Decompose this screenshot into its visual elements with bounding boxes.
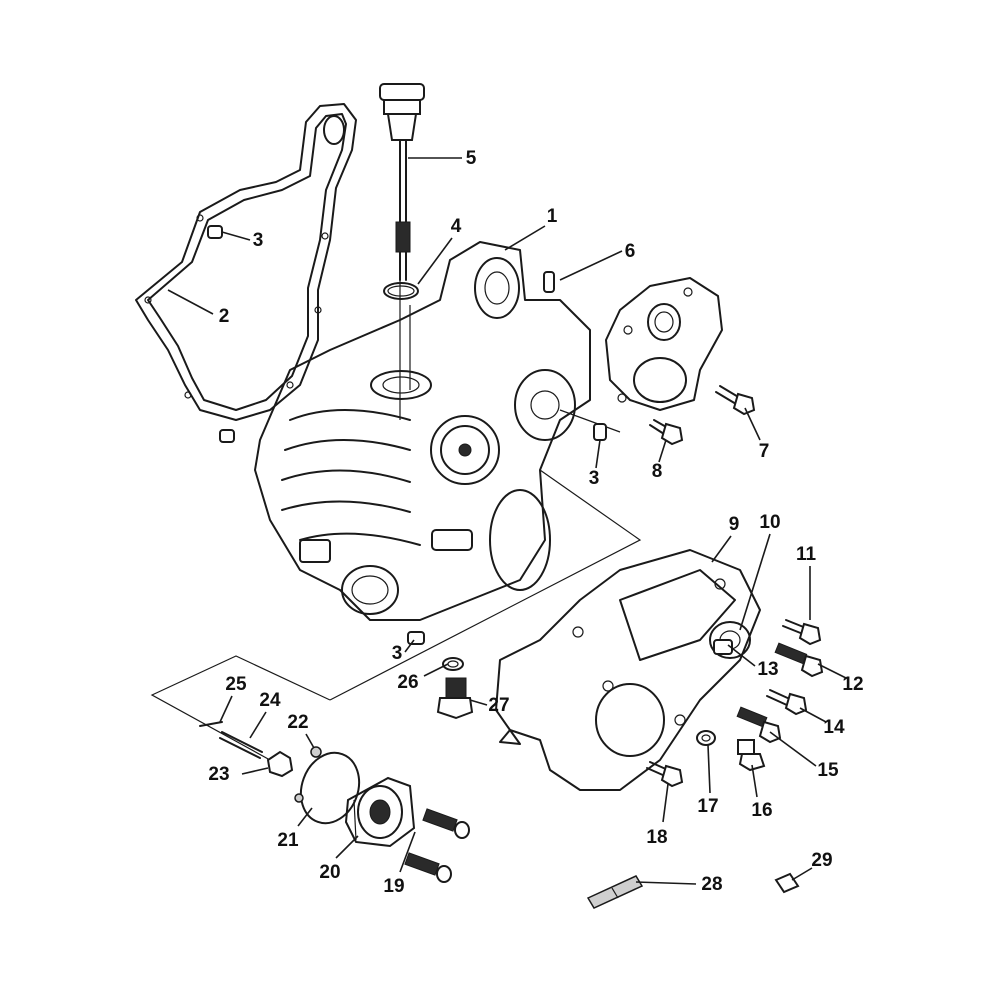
drain-plug-16 [737,739,766,772]
callout-number-c24: 24 [259,690,281,711]
bolt-15 [736,706,782,744]
rotor-23 [266,750,294,778]
leader-line-c27 [469,699,488,706]
callout-number-c11: 11 [796,544,817,565]
leader-line-c15 [769,731,817,767]
callout-number-c21: 21 [277,830,299,851]
clip-29 [774,872,800,894]
leader-line-c8 [658,439,667,463]
callout-number-c19: 19 [383,876,404,897]
callout-number-c15: 15 [817,760,839,781]
leader-line-c20 [335,835,359,859]
leader-line-c3a [221,231,251,241]
pin-small [543,271,555,293]
callout-number-c6: 6 [625,241,636,262]
callout-number-c22: 22 [287,712,308,733]
leader-line-c21 [297,807,313,827]
callout-number-c14: 14 [823,717,845,738]
leader-line-c10 [739,533,771,631]
callout-number-c2: 2 [219,306,230,327]
callout-number-c26: 26 [397,672,418,693]
bolt-18 [646,761,684,788]
leader-line-c6 [559,250,623,281]
callout-number-c29: 29 [811,850,832,871]
bolt-8 [649,419,684,446]
leader-line-c2 [167,289,214,315]
callout-number-c18: 18 [646,827,667,848]
leader-line-c22 [305,733,315,749]
crankcase [254,241,591,621]
bolt-11 [782,619,822,646]
bolt-13-spacer [713,639,733,655]
callout-number-c17: 17 [697,796,718,817]
gasket-outline [135,103,357,421]
dowel-pin-bottom [407,631,425,645]
leader-line-c28 [635,881,697,885]
leader-line-c4 [417,237,453,285]
screw-19-upper [422,808,470,839]
bolt-12 [774,642,824,678]
dipstick [379,83,425,281]
bolt-14 [766,689,808,716]
callout-number-c27: 27 [488,695,509,716]
leader-line-c17 [707,744,711,794]
callout-number-c20: 20 [319,862,340,883]
pin-22 [310,746,322,758]
callout-number-c23: 23 [208,764,229,785]
o-ring [383,282,419,300]
callout-number-c1: 1 [547,206,558,227]
leader-line-c23 [241,767,269,775]
leader-line-c26 [423,663,449,677]
callout-number-c3c: 3 [392,643,403,664]
leader-line-c7 [744,407,761,441]
leader-line-c3c [404,639,415,653]
shaft-24 [219,731,263,759]
dowel-pin-upper [207,225,223,239]
callout-number-c5: 5 [466,148,477,169]
callout-number-c3b: 3 [589,468,600,489]
washer-17 [696,730,716,746]
leader-line-c3b [595,439,601,469]
side-cover-lower [495,549,761,791]
callout-number-c13: 13 [757,659,778,680]
callout-number-c7: 7 [759,441,770,462]
bolt-7 [715,385,756,416]
side-cover-upper [605,277,723,411]
callout-number-c8: 8 [652,461,663,482]
callout-number-c28: 28 [701,874,722,895]
callout-number-c10: 10 [759,512,780,533]
callout-number-c3a: 3 [253,230,264,251]
callout-number-c12: 12 [842,674,863,695]
leader-line-c24 [249,711,267,739]
leader-line-c16 [751,764,758,798]
leader-line-c14 [799,707,827,723]
callout-number-c4: 4 [451,216,462,237]
dowel-pin-right [593,423,607,441]
leader-line-c12 [817,663,847,679]
leader-line-c25 [219,695,233,723]
dowel-pin-lower-left [219,429,235,443]
leader-line-c13 [727,644,756,667]
callout-number-c16: 16 [751,800,772,821]
leader-line-c19 [399,831,416,873]
leader-line-c9 [711,535,732,563]
screw-19-lower [404,852,452,883]
strip-28 [586,875,644,909]
callout-number-c9: 9 [729,514,740,535]
callout-number-c25: 25 [225,674,247,695]
o-ring-21 [299,751,361,825]
leader-line-c18 [662,783,669,823]
leader-line-c1 [504,225,546,251]
leader-line-c29 [791,867,813,881]
pin-25 [199,721,223,727]
washer-26 [442,657,464,671]
strainer-plug-27 [436,677,474,720]
pin-21-small [294,793,304,803]
oil-pump-body-20 [344,776,416,848]
